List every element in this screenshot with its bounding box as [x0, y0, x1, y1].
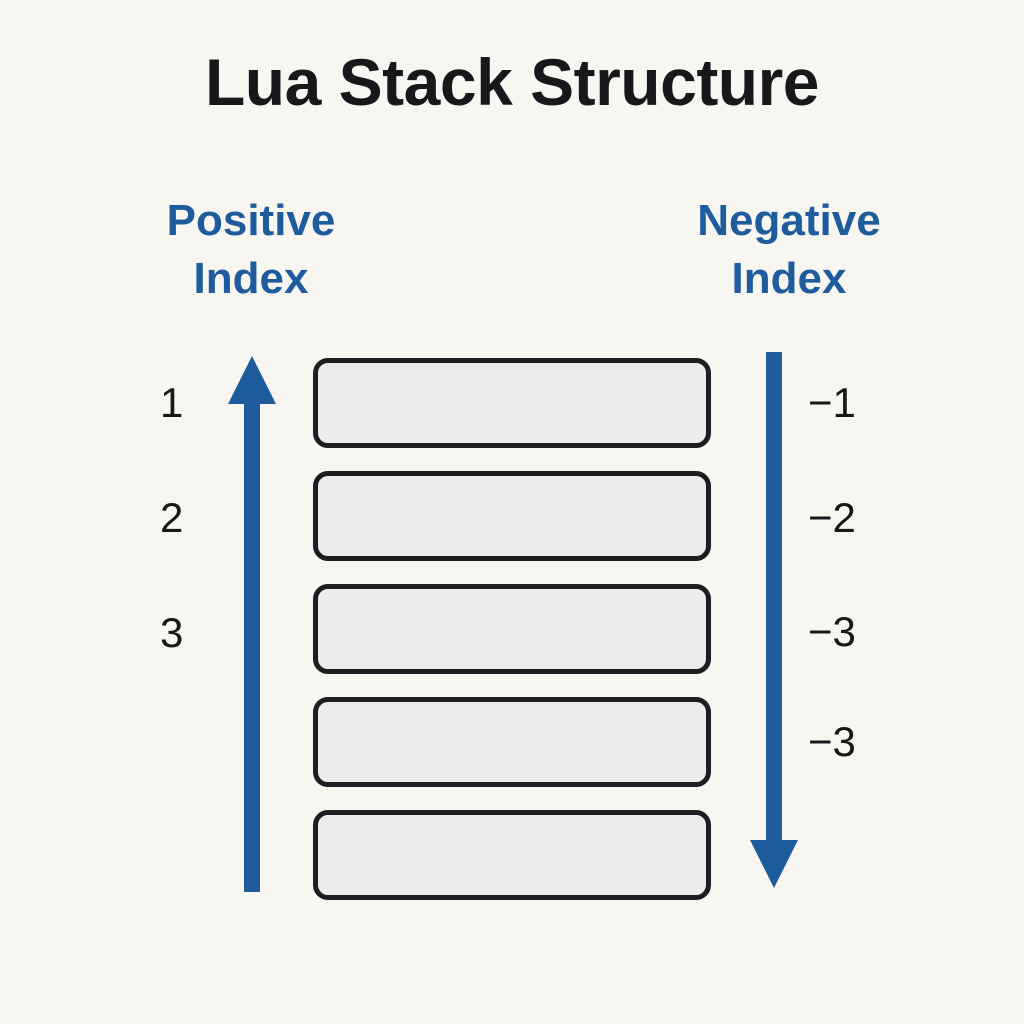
positive-index-label-2: 2 — [160, 494, 184, 541]
negative-index-heading-line1: Negative — [697, 196, 881, 245]
arrow-up-icon — [228, 356, 276, 892]
negative-index-label-1: −1 — [808, 379, 856, 426]
negative-index-label-3: −3 — [808, 608, 856, 655]
negative-index-heading: Negative Index — [646, 192, 932, 308]
positive-index-heading-line1: Positive — [166, 196, 336, 245]
stack-slot-3[interactable] — [313, 584, 711, 674]
stack-slot-5[interactable] — [313, 810, 711, 900]
stack-slot-2[interactable] — [313, 471, 711, 561]
positive-index-label-3: 3 — [160, 609, 184, 656]
stack-slot-4[interactable] — [313, 697, 711, 787]
negative-index-label-2: −2 — [808, 494, 856, 541]
stack-slot-1[interactable] — [313, 358, 711, 448]
page-title: Lua Stack Structure — [204, 45, 820, 119]
stack-container — [313, 358, 711, 900]
arrow-down-icon — [750, 352, 798, 888]
positive-index-heading-line2: Index — [193, 254, 309, 304]
negative-index-label-4: −3 — [808, 718, 856, 765]
positive-index-label-1: 1 — [160, 379, 184, 426]
negative-index-heading-line2: Index — [731, 254, 847, 304]
positive-index-heading: Positive Index — [108, 192, 394, 308]
